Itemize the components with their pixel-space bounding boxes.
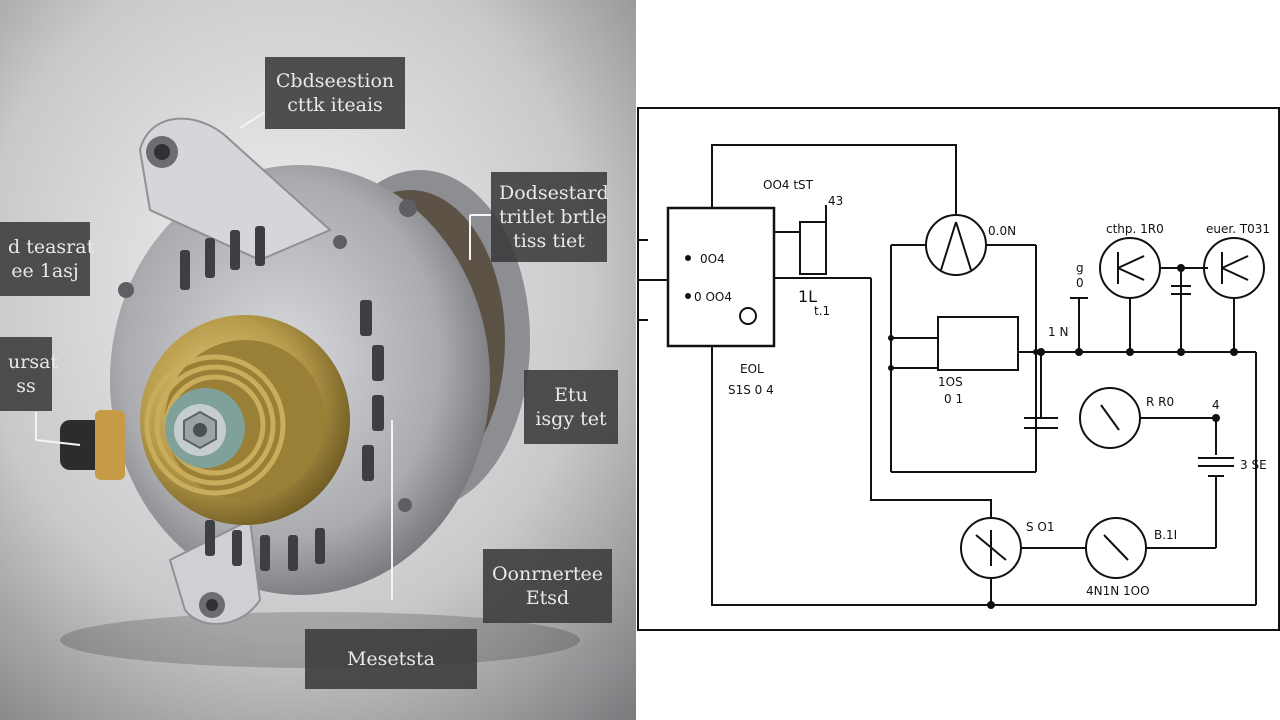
gate-block <box>937 316 1019 371</box>
label-under-block-2: S1S 0 4 <box>728 383 774 397</box>
callout-right-upper: Dodsestard tritlet brtle tiss tiet <box>491 172 609 262</box>
label-cap-top-sub: 0 <box>1076 276 1084 290</box>
label-right-cap: 3 SE <box>1240 458 1267 472</box>
label-under-gate-2: 0 1 <box>944 392 964 406</box>
label-diode-top-num: 4 <box>1212 398 1220 412</box>
callout-left-mid: ursat ss <box>0 337 59 411</box>
callout-right-upper-line-3: tiss tiet <box>513 230 585 252</box>
callout-right-mid: Etu isgy tet <box>524 370 618 444</box>
callout-right-lower: Oonrnertee Etsd <box>483 549 612 623</box>
label-block-out: 1L <box>798 287 818 306</box>
label-meter-top: 0.0N <box>988 224 1017 238</box>
callout-top-line-1: Cbdseestion <box>275 70 395 92</box>
control-block <box>666 206 776 348</box>
label-transistor-2: euer. T031 <box>1206 222 1271 236</box>
callout-left-upper-line-1: d teasrat <box>8 236 95 258</box>
label-bottom-right-sub: 4N1N 1OO <box>1086 584 1150 598</box>
transistor-1 <box>1099 237 1161 299</box>
wiring-schematic <box>637 107 1280 631</box>
label-gate: 1 N <box>1048 325 1069 339</box>
callout-left-upper-line-2: ee 1asj <box>11 260 79 282</box>
callout-top-line-2: cttk iteais <box>287 94 383 116</box>
callout-right-lower-line-1: Oonrnertee <box>491 563 604 585</box>
callout-bottom-line-1: Mesetsta <box>346 648 436 670</box>
callout-left-upper: d teasrat ee 1asj <box>0 222 95 296</box>
label-bottom-left: S O1 <box>1026 520 1055 534</box>
label-pin-1: 0O4 <box>700 252 725 266</box>
label-bottom-right: B.1I <box>1154 528 1178 542</box>
label-under-block-1: EOL <box>740 362 764 376</box>
schematic-frame <box>637 107 1280 631</box>
connector-plug <box>60 410 125 480</box>
vent-slots <box>180 226 384 571</box>
callout-top: Cbdseestion cttk iteais <box>265 57 405 129</box>
label-pin-2: 0 OO4 <box>694 290 732 304</box>
label-diode-top: R R0 <box>1146 395 1175 409</box>
alternator-photo-panel: Cbdseestion cttk iteais Dodsestard tritl… <box>0 0 636 720</box>
relay-coil <box>799 221 827 275</box>
label-under-gate-1: 1OS <box>938 375 963 389</box>
callout-leaders <box>35 111 492 600</box>
callout-right-lower-line-2: Etsd <box>525 587 570 609</box>
label-relay-num: 43 <box>828 194 844 208</box>
callout-right-mid-line-1: Etu <box>554 384 588 406</box>
wiring-schematic-panel: OO4 tST 43 0O4 0 OO4 1L t.1 EOL S1S 0 4 … <box>636 0 1280 720</box>
label-top-center: OO4 tST <box>763 178 813 192</box>
label-transistor-1: cthp. 1R0 <box>1106 222 1164 236</box>
label-block-out-sub: t.1 <box>814 304 831 318</box>
transistor-2 <box>1203 237 1265 299</box>
callout-bottom: Mesetsta <box>305 629 477 689</box>
callout-left-mid-line-2: ss <box>16 375 36 397</box>
callout-right-upper-line-2: tritlet brtle <box>499 206 607 228</box>
callout-right-mid-line-2: isgy tet <box>535 408 607 430</box>
callout-right-upper-line-1: Dodsestard <box>499 182 609 204</box>
label-cap-top: g <box>1076 261 1084 275</box>
callout-left-mid-line-1: ursat <box>8 351 59 373</box>
